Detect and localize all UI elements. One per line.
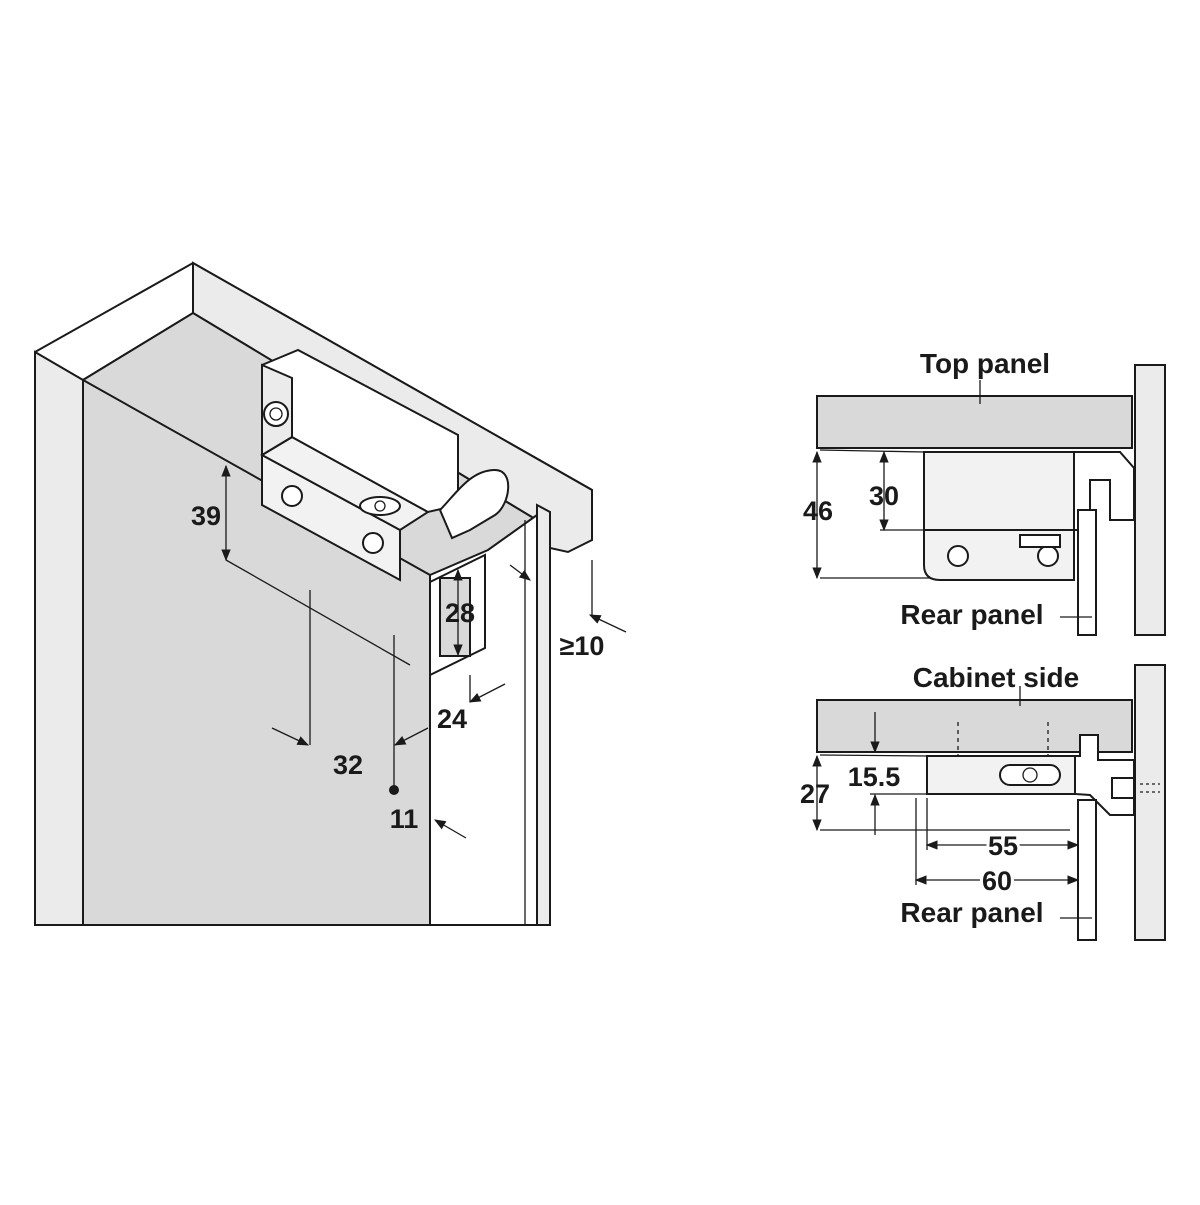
label-top-panel: Top panel	[920, 348, 1050, 379]
label-rear-panel-top: Rear panel	[900, 599, 1043, 630]
cabinet-side-panel	[34, 350, 84, 926]
rear-panel-section-lower	[1077, 799, 1097, 941]
dim-24: 24	[437, 704, 467, 734]
dim-55: 55	[988, 831, 1018, 861]
dim-30: 30	[869, 481, 899, 511]
dim-28: 28	[445, 598, 475, 628]
dim-ge10: ≥10	[560, 631, 605, 661]
dim-39: 39	[191, 501, 221, 531]
screw-icon	[1037, 545, 1059, 567]
dim-27: 27	[800, 779, 830, 809]
clip-adjust-slot	[999, 764, 1061, 786]
cabinet-wall-lower	[1134, 664, 1166, 941]
dim-60: 60	[982, 866, 1012, 896]
adjust-screw-icon	[359, 496, 401, 516]
isometric-cabinet-view: 39 28 ≥10 24 32 11	[34, 261, 627, 926]
screw-hole-icon	[281, 485, 303, 507]
screw-hole-icon	[362, 532, 384, 554]
top-panel-section-view: Top panel 46 30 Rear panel	[803, 348, 1166, 636]
dim-46: 46	[803, 496, 833, 526]
clip-hook-tab	[1111, 777, 1135, 799]
label-rear-panel-bottom: Rear panel	[900, 897, 1043, 928]
clip-body-side	[923, 451, 1075, 531]
cabinet-side-section-view: Cabinet side 27 15.5 55 60 Rear panel	[800, 662, 1166, 941]
dim-32: 32	[333, 750, 363, 780]
top-panel-section	[816, 395, 1133, 449]
rear-panel-section	[1077, 509, 1097, 636]
cabinet-wall	[1134, 364, 1166, 636]
label-cabinet-side: Cabinet side	[913, 662, 1079, 693]
rear-panel-face	[536, 503, 551, 926]
clip-slot	[1019, 534, 1061, 548]
screw-icon	[947, 545, 969, 567]
dim-11: 11	[390, 804, 419, 834]
screw-icon	[263, 401, 289, 427]
dim-15-5: 15.5	[848, 762, 901, 792]
clip-hook	[438, 468, 510, 540]
